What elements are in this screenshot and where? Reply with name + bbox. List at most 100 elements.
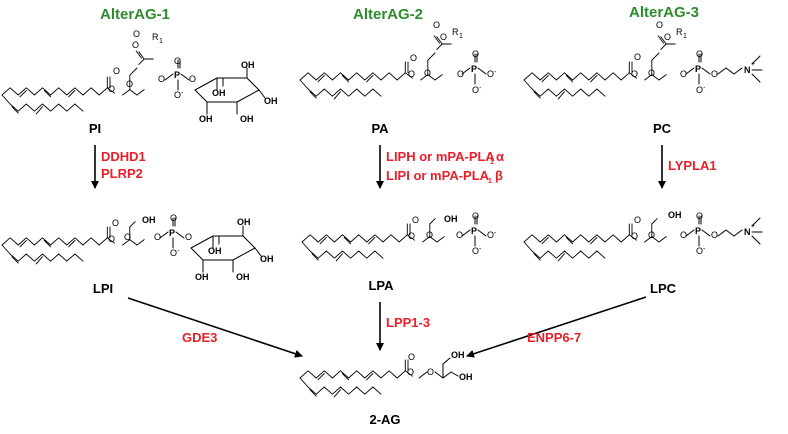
charge-minus: - xyxy=(479,246,482,253)
atom-o: O xyxy=(648,230,655,240)
atom-oh: OH xyxy=(208,246,222,256)
atom-o: O xyxy=(424,68,431,78)
atom-o: O xyxy=(680,230,687,240)
atom-r1: R xyxy=(452,27,459,37)
label-pc: PC xyxy=(653,121,672,136)
atom-oh: OH xyxy=(240,114,254,124)
lpc-structure: O O O OH O P O O - O N + xyxy=(523,210,763,262)
atom-o: O xyxy=(472,211,479,221)
atom-p: P xyxy=(695,226,701,236)
atom-o: O xyxy=(472,246,479,256)
atom-o: O xyxy=(408,69,415,79)
pc-structure: O O O O O R 1 O P O O - O N + xyxy=(523,20,763,100)
enzyme-ddhd1: DDHD1 xyxy=(101,149,146,164)
atom-o: O xyxy=(457,69,464,79)
label-lpc: LPC xyxy=(650,281,677,296)
svg-text:α: α xyxy=(496,149,504,164)
atom-oh: OH xyxy=(668,210,682,220)
atom-o: O xyxy=(648,68,655,78)
atom-o: O xyxy=(664,32,671,42)
atom-o: O xyxy=(174,56,181,66)
atom-o: O xyxy=(456,230,463,240)
atom-n: N xyxy=(744,227,751,237)
atom-o: O xyxy=(696,49,703,59)
atom-o: O xyxy=(412,215,419,225)
atom-o: O xyxy=(408,352,415,362)
atom-o: O xyxy=(427,367,434,377)
charge-minus: - xyxy=(177,248,180,255)
atom-oh: OH xyxy=(236,272,250,282)
atom-oh: OH xyxy=(241,60,255,70)
pa-structure: O O O O O R 1 O P O O - O - xyxy=(299,20,497,100)
charge-minus: - xyxy=(703,246,706,253)
atom-o: O xyxy=(126,79,133,89)
svg-text:1: 1 xyxy=(490,159,494,166)
atom-o: O xyxy=(634,215,641,225)
label-lpi: LPI xyxy=(93,281,113,296)
atom-p: P xyxy=(169,228,175,238)
enzyme-gde3: GDE3 xyxy=(182,330,217,345)
svg-text:1: 1 xyxy=(488,178,492,185)
atom-o: O xyxy=(433,20,440,30)
enzyme-enpp: ENPP6-7 xyxy=(527,330,581,345)
label-lpa: LPA xyxy=(368,278,394,293)
route-title-2: AlterAG-2 xyxy=(353,6,423,23)
atom-p: P xyxy=(471,226,477,236)
atom-oh: OH xyxy=(142,215,156,225)
atom-o: O xyxy=(631,69,638,79)
atom-o: O xyxy=(472,49,479,59)
atom-o: O xyxy=(634,52,641,62)
enzyme-lipi: LIPI or mPA-PLA 1 β xyxy=(386,168,503,185)
atom-o: O xyxy=(711,69,718,79)
atom-o: O xyxy=(696,85,703,95)
arrow-lpc-2ag xyxy=(466,296,647,358)
2ag-structure: O O O OH OH xyxy=(299,350,473,398)
charge-plus: + xyxy=(751,223,755,230)
atom-r1-sub: 1 xyxy=(459,33,463,40)
atom-o: O xyxy=(133,29,140,39)
atom-oh: OH xyxy=(212,88,226,98)
atom-o: O xyxy=(113,66,120,76)
atom-o: O xyxy=(108,84,115,94)
atom-oh: OH xyxy=(260,254,274,264)
svg-text:LIPI or mPA-PLA: LIPI or mPA-PLA xyxy=(386,168,490,183)
charge-minus: - xyxy=(479,85,482,92)
atom-r1: R xyxy=(152,32,159,42)
route-title-1: AlterAG-1 xyxy=(100,6,170,23)
atom-o: O xyxy=(656,20,663,30)
atom-o: O xyxy=(132,40,139,50)
route-title-3: AlterAG-3 xyxy=(629,4,699,21)
atom-o: O xyxy=(408,231,415,241)
atom-oh: OH xyxy=(195,272,209,282)
atom-o: O xyxy=(440,32,447,42)
atom-o: O xyxy=(410,53,417,63)
atom-p: P xyxy=(471,64,477,74)
atom-o: O xyxy=(185,232,192,242)
atom-o: O xyxy=(472,85,479,95)
atom-o: O xyxy=(711,230,718,240)
atom-o: O xyxy=(696,211,703,221)
atom-oh: OH xyxy=(264,96,278,106)
atom-o: O xyxy=(680,69,687,79)
lpi-structure: O O O OH O P O O - O OH OH OH OH OH xyxy=(1,213,274,282)
atom-o: O xyxy=(154,232,161,242)
charge-minus: - xyxy=(181,90,184,97)
charge-minus: - xyxy=(494,230,497,237)
atom-o: O xyxy=(112,218,119,228)
atom-n: N xyxy=(744,65,751,75)
atom-o: O xyxy=(487,69,494,79)
atom-r1: R xyxy=(676,27,683,37)
pi-structure: O O O O O R 1 O P O O - O OH OH OH OH OH xyxy=(1,29,278,124)
charge-minus: - xyxy=(703,85,706,92)
atom-oh: OH xyxy=(199,114,213,124)
atom-oh: OH xyxy=(459,372,473,382)
atom-o: O xyxy=(189,74,196,84)
enzyme-lpp: LPP1-3 xyxy=(386,315,430,330)
atom-o: O xyxy=(426,230,433,240)
enzyme-plrp2: PLRP2 xyxy=(101,166,143,181)
svg-text:β: β xyxy=(495,168,503,183)
atom-o: O xyxy=(631,231,638,241)
svg-text:LIPH or mPA-PLA: LIPH or mPA-PLA xyxy=(386,149,495,164)
